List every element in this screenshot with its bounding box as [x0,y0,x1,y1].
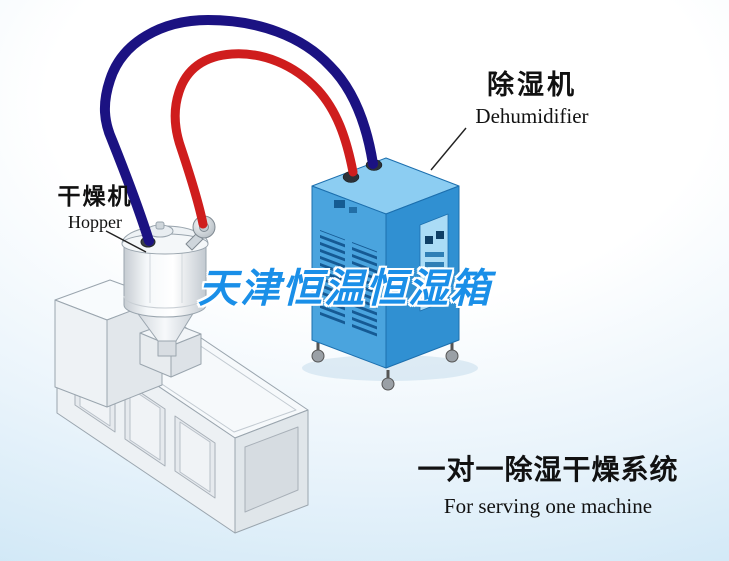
pointer-lines [105,127,467,253]
hopper-band [123,295,207,309]
watermark-text: 天津恒温恒湿箱 [198,266,492,312]
extruder-end-inset [244,426,299,513]
hopper-label-en: Hopper [68,212,122,233]
dehumidifier-label: 除湿机 Dehumidifier [452,70,612,128]
panel-button [436,231,444,239]
hopper-label-zh: 干燥机 [57,184,133,210]
panel-button [425,236,433,244]
extruder-throat-side [170,333,202,378]
hoses [100,14,378,246]
hopper-neck [157,340,177,357]
dehumidifier-pointer-line [430,127,467,171]
nameplate-sticker [334,200,345,208]
dehumidifier-label-en: Dehumidifier [475,104,589,129]
caption-block: 一对一除湿干燥系统 For serving one machine [402,448,694,519]
nameplate-sticker [349,207,357,213]
dehumidifier-casters [311,342,459,391]
extrusion-machine [54,279,309,534]
blue-hose [100,14,378,246]
louver-grille [352,242,377,340]
louver-grille [320,230,345,328]
hopper-body [123,243,207,318]
extruder-door-panel-inner [129,387,161,461]
red-hose [170,49,358,229]
hopper-label: 干燥机 Hopper [40,184,150,233]
dehumidifier-shadow [302,355,478,381]
dehumidifier-label-zh: 除湿机 [487,70,577,101]
hopper-lid-knob [155,221,165,230]
caption-zh: 一对一除湿干燥系统 [417,453,679,486]
dehumidifier-unit [311,157,460,391]
hopper-pointer-line [105,230,147,253]
panel-display [425,262,444,267]
extruder-door-panel-inner [179,421,211,493]
panel-display [425,252,444,257]
caption-en: For serving one machine [443,494,653,518]
panel-dial [428,280,440,292]
